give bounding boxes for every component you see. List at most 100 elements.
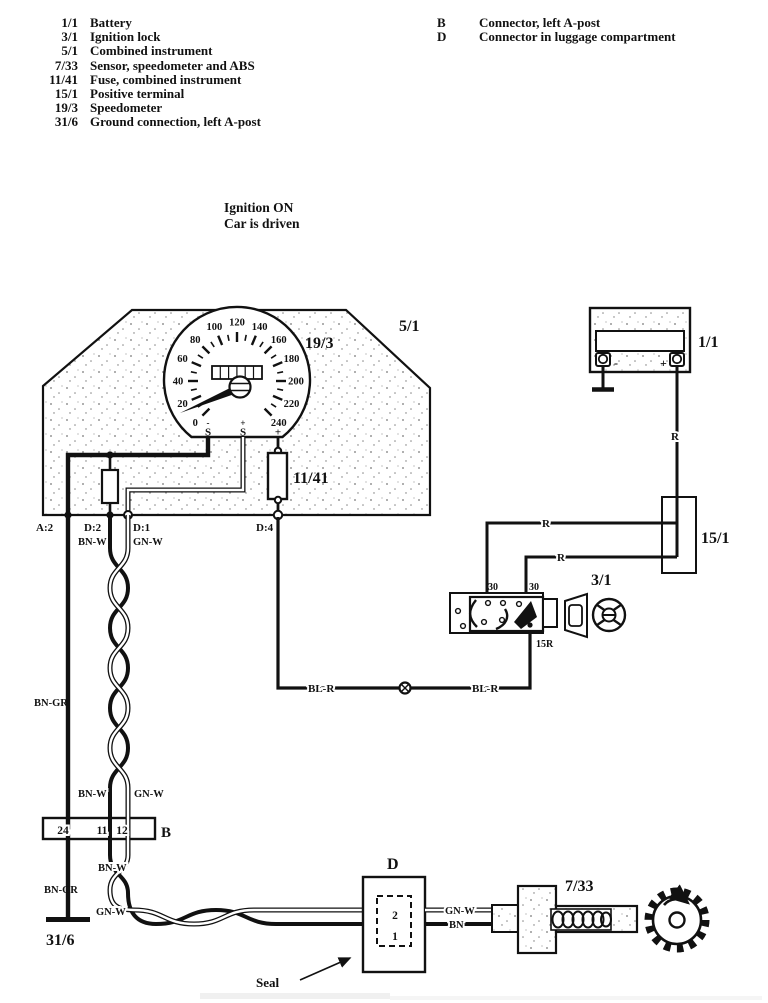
gauge-tick [263, 407, 273, 417]
component-label: Sensor, speedometer and ABS [90, 57, 255, 73]
pin-d2-label: D:2 [84, 522, 102, 534]
operating-condition: Ignition ON Car is driven [224, 200, 300, 232]
bl-r-wire-run: BL-R BL-R [276, 517, 532, 697]
gauge-tick-label: 160 [271, 335, 287, 346]
connector-d-pin-block [376, 895, 412, 947]
ground-wire-bn-gr: BN-GR BN-GR 31/6 [34, 515, 90, 949]
gear-wheel [644, 884, 710, 953]
key-slot [568, 604, 583, 627]
ignition-coupling [542, 598, 558, 628]
wire-code-r: R [557, 552, 566, 564]
legend-item: 5/1 Combined instrument [28, 44, 261, 58]
seal-arrow [299, 957, 352, 981]
sensor-ref: 7/33 [565, 878, 593, 895]
terminal-sign-minus: - [207, 418, 210, 428]
component-label: Combined instrument [90, 43, 213, 59]
ignition-terminal-15r: 15R [536, 639, 554, 650]
terminal-sign-plus: + [240, 418, 245, 428]
wire-code-bn-gr: BN-GR [44, 885, 78, 896]
gauge-tick-label: 120 [229, 318, 245, 329]
connector-ref: D [437, 29, 447, 45]
positive-terminal-body [661, 496, 697, 574]
wire-code-bn-w: BN-W [78, 789, 107, 800]
battery-cell-window [595, 330, 685, 352]
connector-label: Connector, left A-post [479, 15, 601, 30]
component-ref: 19/3 [54, 100, 78, 116]
gauge-tick-label: 20 [177, 399, 188, 410]
sensor-body [516, 884, 558, 955]
battery-plus-sign: + [660, 356, 667, 370]
instrument-internal-wiring: 11/41 [65, 437, 329, 515]
component-ref: 15/1 [54, 86, 78, 102]
wire-code-gn-w: GN-W [133, 537, 163, 548]
terminal-plus: + [275, 427, 281, 439]
gauge-tick [190, 388, 197, 391]
positive-terminal-ref: 15/1 [701, 530, 729, 547]
connector-b-pin-12: 12 [116, 825, 128, 837]
wire-code-r: R [542, 518, 551, 530]
component-ref: 5/1 [61, 43, 78, 59]
instrument-pin-row: A:2 D:2 D:1 D:4 BN-W GN-W [36, 509, 284, 548]
gauge-tick-label: 80 [190, 335, 201, 346]
component-label: Ground connection, left A-post [90, 114, 261, 130]
legend-item: 15/1 Positive terminal [28, 86, 261, 102]
twisted-pair-speed-signal: BN-W GN-W BN-W GN-W [76, 515, 364, 927]
seal-label: Seal [256, 975, 280, 990]
gauge-tick [191, 394, 202, 401]
wire-code-bn-w: BN-W [78, 537, 107, 548]
speed-sensor: 7/33 [491, 878, 639, 955]
scan-artifact [390, 996, 762, 1000]
component-ref: 7/33 [54, 57, 78, 73]
gauge-terminals: - S + S + [205, 418, 281, 439]
battery-terminal-positive [669, 352, 685, 367]
battery-minus-sign: - [614, 356, 618, 370]
needle-hub [228, 375, 252, 399]
wire-code-bl-r: BL-R [308, 683, 335, 695]
gear-hole [668, 911, 686, 929]
ignition-lock: 3/1 30 30 15R [449, 572, 627, 650]
ignition-contacts [454, 599, 537, 631]
pin-d1-label: D:1 [133, 522, 150, 534]
terminal-s1: S [205, 427, 211, 439]
connector-b: 24 11 12 B [55, 823, 171, 841]
component-ref: 3/1 [61, 29, 78, 45]
key-face [591, 597, 627, 633]
pin-d4-label: D:4 [256, 522, 274, 534]
connector-b-pin-11: 11 [97, 825, 108, 837]
legend-item: 7/33 Sensor, speedometer and ABS [28, 57, 261, 73]
fuse-body [266, 451, 289, 501]
supply-wires-r: R R R [485, 366, 682, 593]
gauge-tick [277, 371, 284, 374]
gauge-tick [210, 341, 215, 348]
component-label: Positive terminal [90, 86, 185, 102]
battery-terminal-negative [595, 352, 611, 367]
gauge-tick [191, 361, 202, 368]
connector-d-ref: D [387, 856, 399, 873]
connector-label: Connector in luggage compartment [479, 29, 676, 45]
gauge-tick [270, 403, 277, 408]
seal-callout: Seal [256, 957, 352, 990]
ignition-terminal-30b: 30 [529, 582, 539, 593]
gauge-tick [197, 354, 204, 359]
legend-item: D Connector in luggage compartment [437, 30, 676, 44]
connector-b-pin-24: 24 [57, 825, 69, 837]
condition-line1: Ignition ON [224, 200, 294, 215]
connector-b-ref: B [161, 825, 171, 841]
wire-code-gn-w: GN-W [445, 906, 475, 917]
rotation-arrow [662, 884, 691, 906]
gauge-tick [272, 394, 283, 401]
gauge-tick-label: 40 [173, 377, 184, 388]
pin-a2-label: A:2 [36, 522, 54, 534]
gauge-tick-label: 240 [271, 418, 287, 429]
scan-artifact [200, 993, 390, 999]
gauge-tick-label: 0 [193, 418, 198, 429]
gauge-tick [190, 371, 197, 374]
wires-d-to-sensor: GN-W BN [425, 904, 493, 933]
wire-code-r: R [671, 431, 680, 443]
sensor-coil [551, 910, 612, 929]
